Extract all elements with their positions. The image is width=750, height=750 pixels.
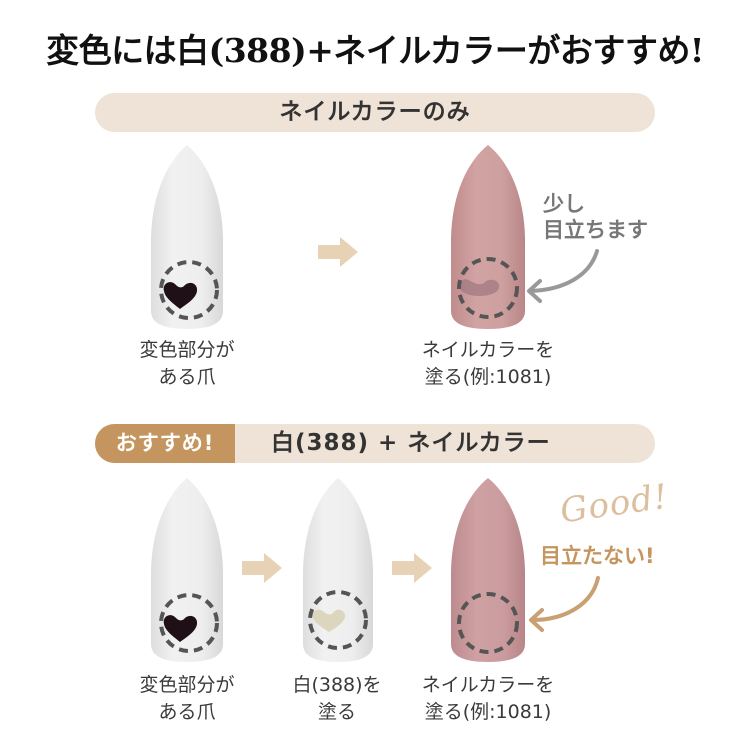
good-script-text: Good! [557,476,671,532]
nail-discolored-image [151,478,223,662]
recommended-badge: おすすめ! [95,424,235,463]
caption-line-1: 変色部分が [139,339,235,361]
caption-line-1: 変色部分が [139,674,235,696]
caption-discolored-nail: 変色部分が ある爪 [117,672,257,726]
caption-apply-white: 白(388)を 塗る [272,672,402,726]
caption-line-1: 白(388)を [292,674,382,696]
section-2-header-label: 白(388) + ネイルカラー [271,430,551,456]
arrow-right-icon [318,237,358,267]
caption-line-2: 塗る(例:1081) [424,701,552,723]
caption-line-1: ネイルカラーを [421,674,555,696]
caption-apply-nail-color: ネイルカラーを 塗る(例:1081) [408,672,568,726]
note-slightly-visible-line1: 少し [543,192,585,216]
curved-arrow-icon [527,249,599,303]
caption-line-2: ある爪 [158,366,216,388]
page-title: 変色には白(388)+ネイルカラーがおすすめ! [46,31,704,70]
nail-final-color-image [451,478,525,662]
nail-color-only-image [451,145,525,329]
section-1-header-label: ネイルカラーのみ [279,99,471,125]
caption-line-2: 塗る(例:1081) [424,366,552,388]
section-2-header: おすすめ! 白(388) + ネイルカラー [95,424,655,463]
arrow-right-icon [242,553,282,583]
note-not-visible: 目立たない! [540,544,655,568]
caption-line-1: ネイルカラーを [421,339,555,361]
note-slightly-visible-line2: 目立ちます [543,218,648,242]
caption-apply-nail-color: ネイルカラーを 塗る(例:1081) [408,337,568,391]
arrow-right-icon [392,553,432,583]
caption-line-2: ある爪 [158,701,216,723]
nail-white-base-image [303,478,373,662]
caption-line-2: 塗る [317,701,356,723]
caption-discolored-nail: 変色部分が ある爪 [117,337,257,391]
section-1-header: ネイルカラーのみ [95,93,655,132]
nail-discolored-image [151,145,223,329]
curved-arrow-icon [529,576,600,632]
